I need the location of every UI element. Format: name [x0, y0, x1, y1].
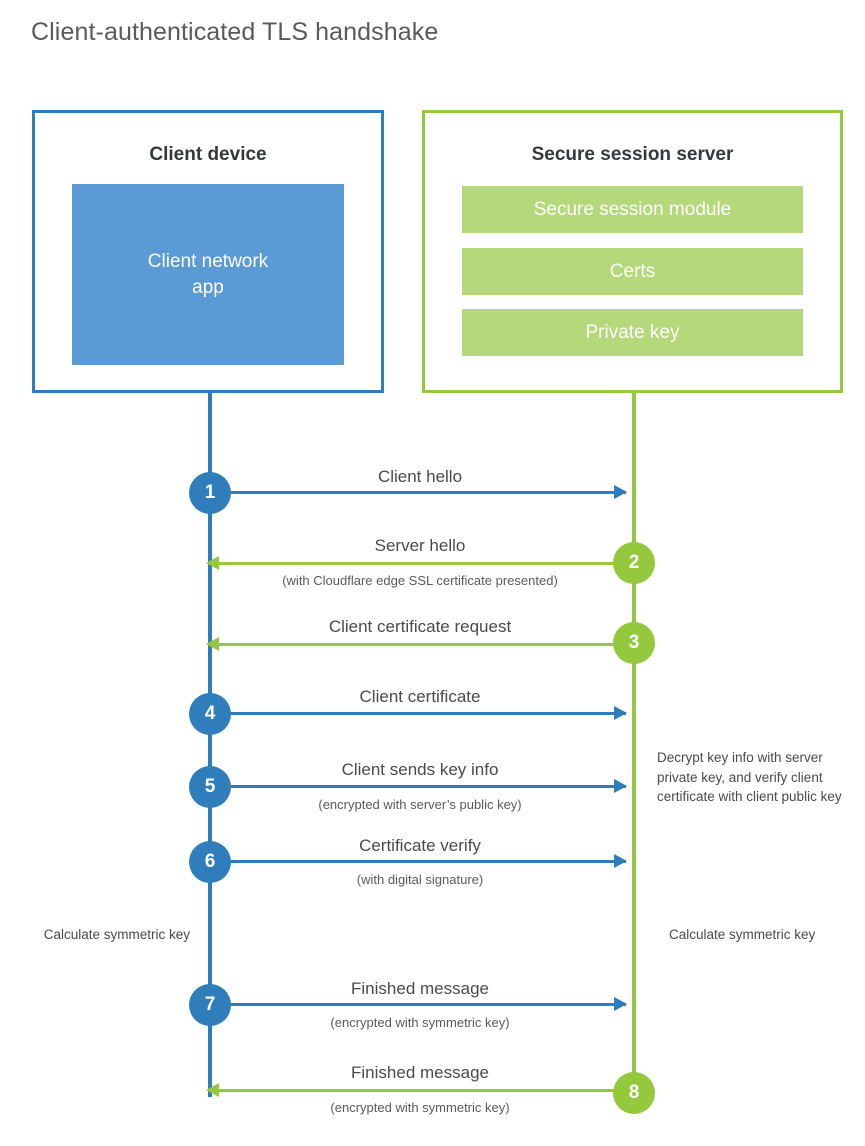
step-6-circle: 6 — [189, 841, 231, 883]
step-5-arrow — [210, 779, 627, 793]
client-network-app-label: Client network app — [148, 249, 268, 300]
client-calculate-symmetric-key-note: Calculate symmetric key — [43, 927, 190, 942]
arrowhead-left-icon — [206, 556, 219, 570]
arrowhead-right-icon — [614, 997, 627, 1011]
client-app-label-line2: app — [192, 276, 224, 298]
arrowhead-right-icon — [614, 485, 627, 499]
step-8-circle: 8 — [613, 1072, 655, 1114]
step-2-label: Server hello — [374, 536, 466, 555]
step-7-circle: 7 — [189, 984, 231, 1026]
server-calculate-symmetric-key-note: Calculate symmetric key — [669, 927, 816, 942]
step-1-label: Client hello — [377, 467, 463, 486]
secure-session-server-box: Secure session server Secure session mod… — [422, 110, 843, 393]
arrowhead-left-icon — [206, 1083, 219, 1097]
client-app-label-line1: Client network — [147, 250, 269, 272]
step-2-arrow — [206, 556, 634, 570]
client-network-app-block: Client network app — [72, 184, 344, 365]
secure-session-server-title: Secure session server — [531, 144, 734, 165]
page-title: Client-authenticated TLS handshake — [31, 18, 439, 46]
arrowhead-right-icon — [614, 706, 627, 720]
step-2-sublabel: (with Cloudflare edge SSL certificate pr… — [282, 573, 558, 588]
step-4-arrow — [210, 706, 627, 720]
step-7-sublabel: (encrypted with symmetric key) — [330, 1015, 510, 1030]
step-6-sublabel: (with digital signature) — [356, 872, 484, 887]
step-6-arrow — [210, 854, 627, 868]
step-2-circle: 2 — [613, 542, 655, 584]
step-3-arrow — [206, 637, 634, 651]
step-3-label: Client certificate request — [328, 617, 512, 636]
step-4-circle: 4 — [189, 693, 231, 735]
client-device-box: Client device Client network app — [32, 110, 384, 393]
client-lifeline — [208, 391, 212, 1097]
step-1-arrow — [210, 485, 627, 499]
server-component-secure-session-module: Secure session module — [462, 186, 803, 233]
step-3-circle: 3 — [613, 622, 655, 664]
step-1-circle: 1 — [189, 472, 231, 514]
step-4-label: Client certificate — [359, 687, 481, 706]
step-5-label: Client sends key info — [341, 760, 499, 779]
step-5-circle: 5 — [189, 766, 231, 808]
server-lifeline — [632, 391, 636, 1093]
step-8-label: Finished message — [351, 1063, 489, 1082]
client-device-title: Client device — [149, 144, 267, 165]
step-8-arrow — [206, 1083, 634, 1097]
arrowhead-right-icon — [614, 779, 627, 793]
step-6-label: Certificate verify — [359, 836, 481, 855]
step-7-label: Finished message — [351, 979, 489, 998]
server-component-private-key: Private key — [462, 309, 803, 356]
server-component-certs: Certs — [462, 248, 803, 295]
step-5-sublabel: (encrypted with server’s public key) — [318, 797, 522, 812]
arrowhead-right-icon — [614, 854, 627, 868]
arrowhead-left-icon — [206, 637, 219, 651]
step-7-arrow — [210, 997, 627, 1011]
step-8-sublabel: (encrypted with symmetric key) — [330, 1100, 510, 1115]
server-decrypt-note: Decrypt key info with server private key… — [657, 750, 842, 805]
